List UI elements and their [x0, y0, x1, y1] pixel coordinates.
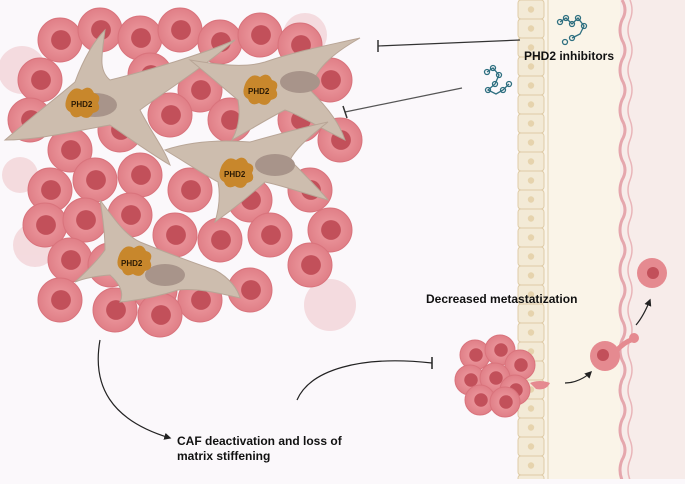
epithelial-nucleus	[527, 158, 535, 165]
blood-vessel	[618, 0, 685, 481]
caf-cell	[74, 199, 241, 303]
epithelial-nucleus	[527, 196, 535, 203]
caf-deactivation-arrow	[97, 339, 172, 440]
tumor-cell	[47, 127, 93, 173]
epithelial-nucleus	[527, 310, 535, 317]
tumor-cell	[247, 212, 293, 258]
tumor-cell	[22, 202, 68, 248]
phd2-protein: PHD2	[117, 245, 152, 276]
tumor-cell	[489, 386, 521, 418]
epithelial-nucleus	[527, 63, 535, 70]
inhibition-line-mid	[342, 87, 463, 119]
caf-deactivation-label-line1: CAF deactivation and loss of	[177, 434, 342, 448]
phd2-inhibitor-molecule	[483, 64, 513, 95]
tumor-cell	[17, 57, 63, 103]
phd2-label: PHD2	[248, 87, 270, 96]
phd2-label: PHD2	[224, 170, 246, 179]
epithelial-nucleus	[527, 177, 535, 184]
tumor-cell	[77, 7, 123, 53]
epithelial-nucleus	[527, 139, 535, 146]
epithelial-nucleus	[527, 405, 535, 412]
epithelial-nucleus	[527, 443, 535, 450]
caf-deactivation-label-line2: matrix stiffening	[177, 449, 271, 463]
tumor-cell	[157, 7, 203, 53]
epithelial-nucleus	[527, 424, 535, 431]
epithelial-nucleus	[527, 234, 535, 241]
tumor-cell	[287, 242, 333, 288]
epithelial-nucleus	[527, 25, 535, 32]
tumor-cell	[62, 197, 108, 243]
phd2-label: PHD2	[121, 259, 143, 268]
epithelial-nucleus	[527, 253, 535, 260]
tumor-cell	[137, 292, 183, 338]
tumor-cell	[72, 157, 118, 203]
tumor-cell	[37, 277, 83, 323]
tumor-cell	[197, 217, 243, 263]
epithelial-barrier	[517, 0, 620, 484]
epithelial-cell	[517, 474, 545, 484]
tumor-cell	[504, 349, 536, 381]
phd2-protein: PHD2	[219, 157, 254, 188]
epithelial-nucleus	[527, 44, 535, 51]
migrating-tumor-cell	[530, 333, 639, 390]
epithelial-nucleus	[527, 215, 535, 222]
tumor-cell	[152, 212, 198, 258]
tumor-cell	[117, 152, 163, 198]
tumor-cell	[27, 167, 73, 213]
tumor-cell	[147, 92, 193, 138]
invading-tumor-cluster	[454, 334, 536, 418]
phd2-protein: PHD2	[65, 87, 100, 118]
intravasation-arrow	[635, 298, 652, 326]
phd2-inhibitors-label: PHD2 inhibitors	[524, 49, 615, 63]
phd2-inhibitor-molecule	[556, 14, 588, 46]
epithelial-nucleus	[527, 329, 535, 336]
tumor-cell	[167, 167, 213, 213]
tumor-cell	[117, 15, 163, 61]
circulating-tumor-cell	[637, 258, 667, 288]
metastasis-inhibition-line	[296, 357, 433, 401]
epithelial-nucleus	[527, 462, 535, 469]
epithelial-nucleus	[527, 120, 535, 127]
epithelial-nucleus	[527, 82, 535, 89]
tumor-cell	[37, 17, 83, 63]
decreased-metastatization-label: Decreased metastatization	[426, 292, 578, 306]
inhibition-line-top	[377, 39, 521, 52]
phd2-label: PHD2	[71, 100, 93, 109]
epithelial-nucleus	[527, 291, 535, 298]
epithelial-nucleus	[527, 6, 535, 13]
migration-arrow	[564, 370, 593, 384]
tumor-cell	[227, 267, 273, 313]
tumor-cell	[47, 237, 93, 283]
tumor-cell	[307, 207, 353, 253]
tumor-cell	[237, 12, 283, 58]
epithelial-nucleus	[527, 272, 535, 279]
phd2-protein: PHD2	[243, 74, 278, 105]
epithelial-nucleus	[527, 101, 535, 108]
tumor-cell	[177, 67, 223, 113]
